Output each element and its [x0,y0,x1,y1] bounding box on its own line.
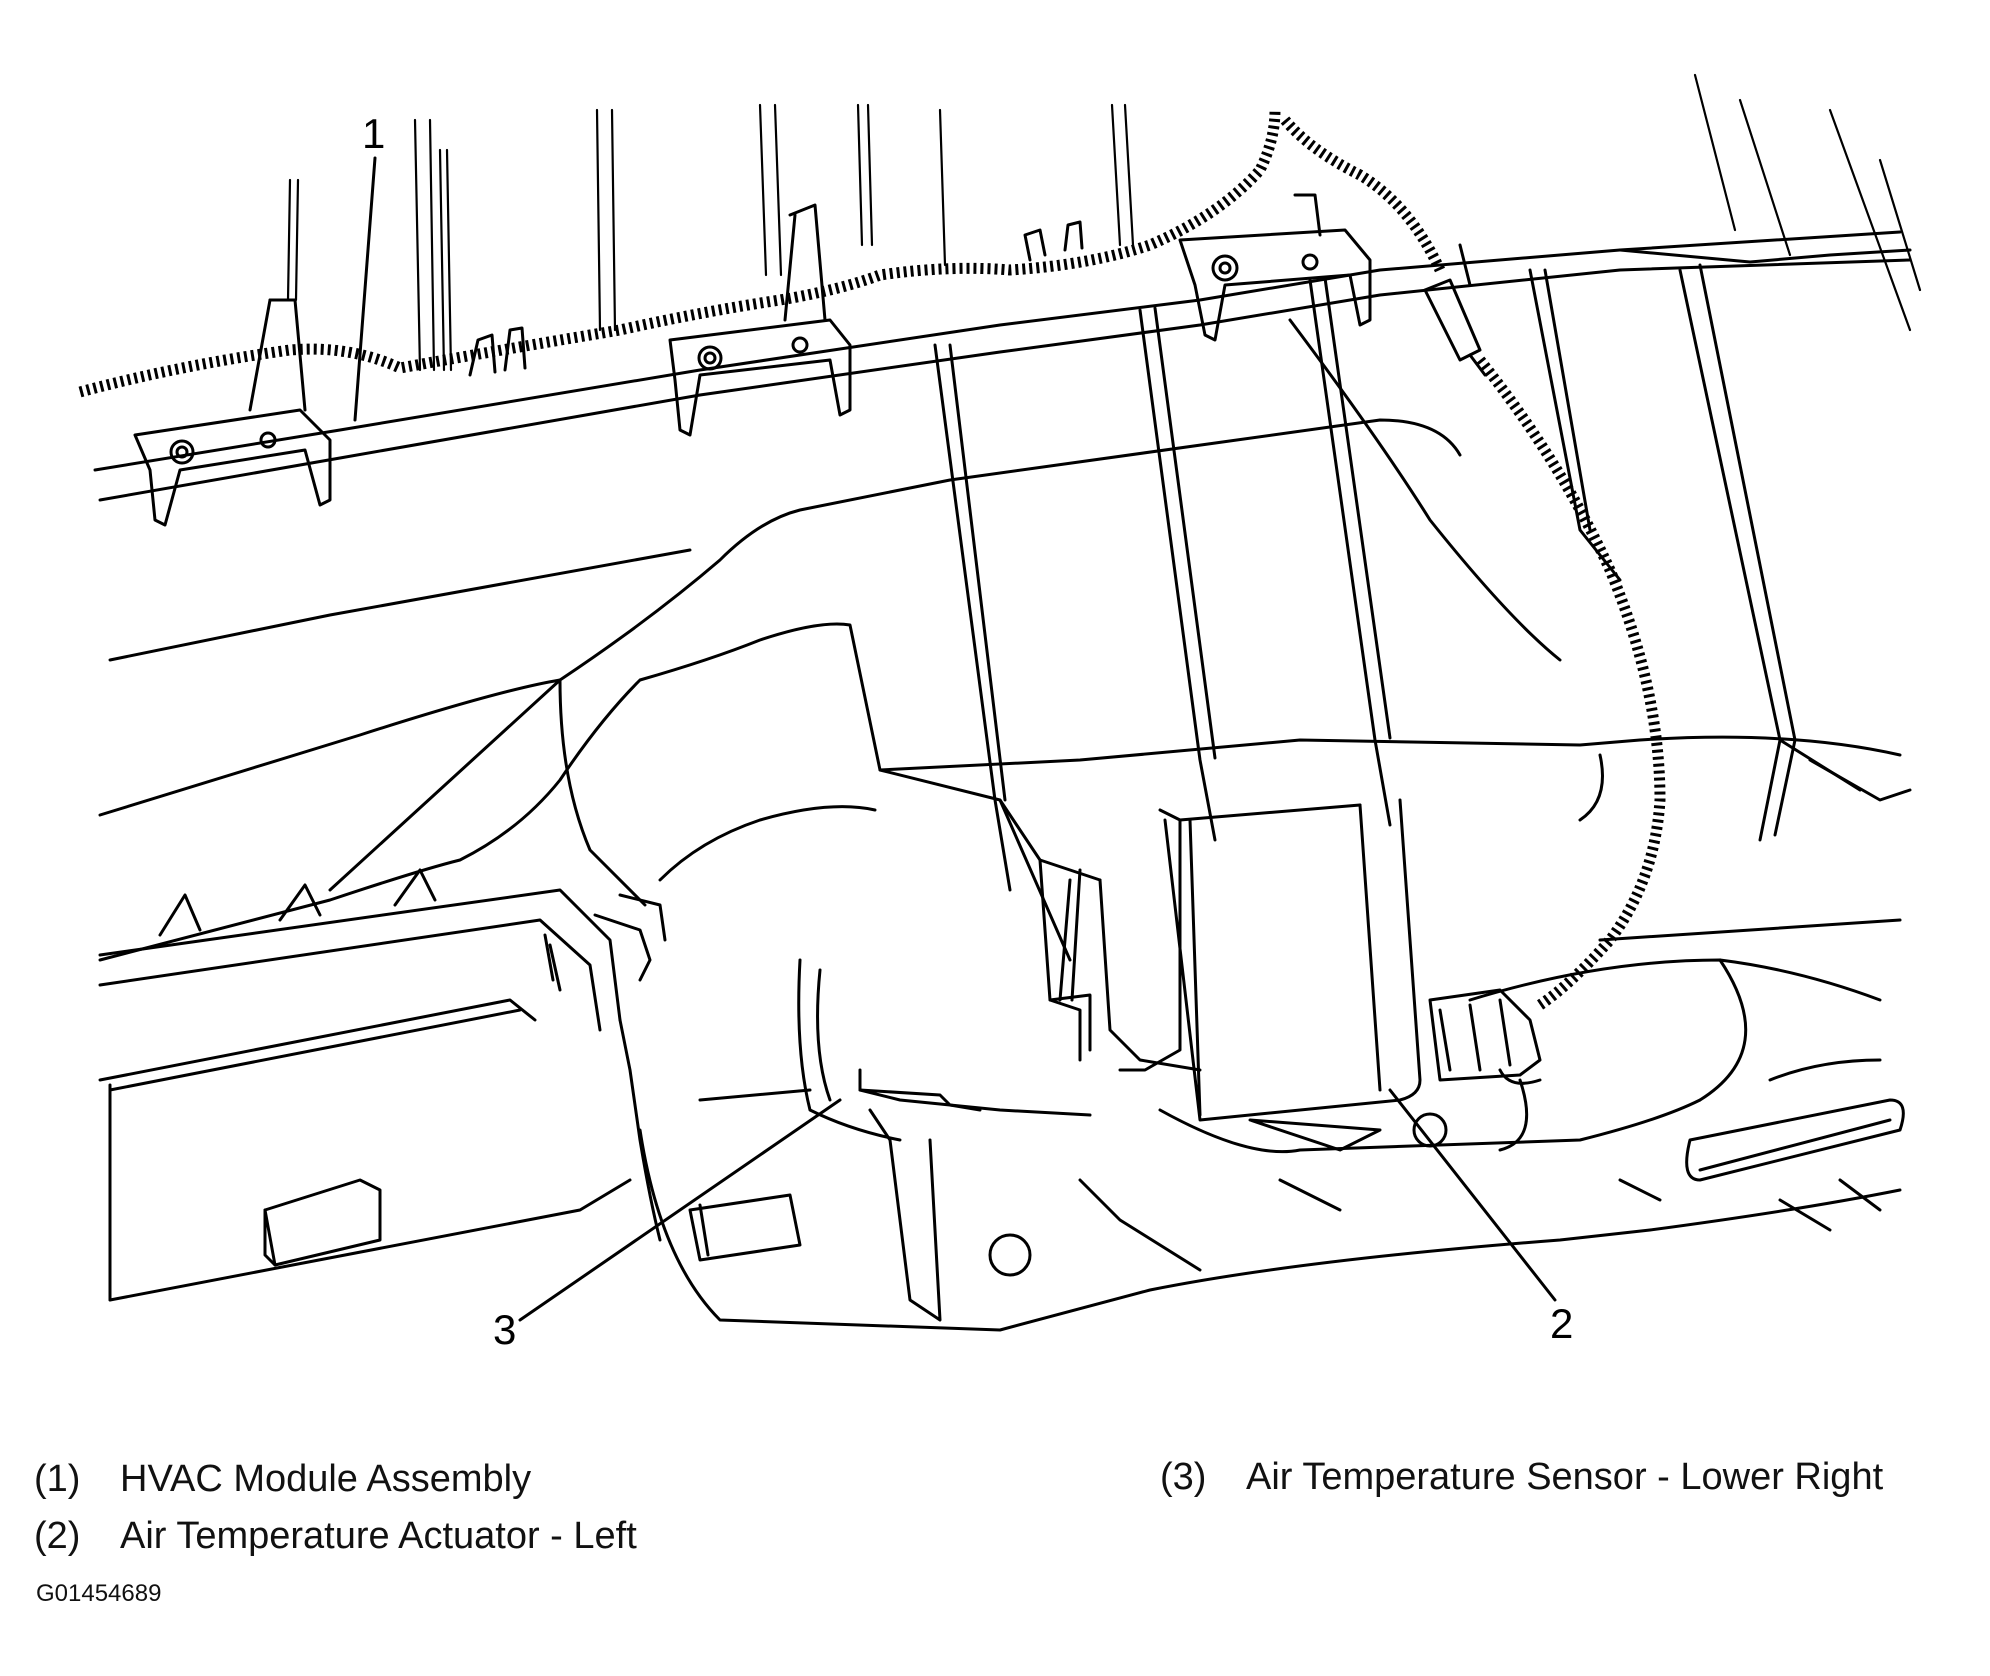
mounting-bracket-right [1178,193,1372,342]
mounting-bracket-center [668,203,852,437]
legend-item-1: (1) HVAC Module Assembly [34,1458,531,1501]
callout-1: 1 [362,110,385,157]
wire-sensor [1423,278,1487,377]
leader-lines [328,156,1557,1322]
legend-label: Air Temperature Sensor - Lower Right [1246,1456,1884,1498]
callout-2: 2 [1550,1300,1573,1347]
figure-id: G01454689 [36,1580,162,1607]
left-duct [98,868,667,1302]
legend-number: (1) [34,1458,81,1500]
module-ribs [933,263,1862,892]
legend-number: (2) [34,1515,81,1557]
leader-line-1 [353,156,377,422]
legend-item-2: (2) Air Temperature Actuator - Left [34,1515,637,1558]
legend-label: HVAC Module Assembly [120,1458,532,1500]
leader-line-2 [1388,1088,1557,1302]
leader-line-1b [328,678,562,892]
legend-item-3: (3) Air Temperature Sensor - Lower Right [1160,1456,1883,1499]
actuator-connector [1428,988,1542,1085]
upper-rail [93,230,1912,502]
leader-line-3 [518,1098,842,1322]
callout-3: 3 [493,1306,516,1353]
dash-structure-lines [286,73,1922,372]
legend-number: (3) [1160,1456,1207,1498]
lower-housing [878,768,1422,1122]
legend-label: Air Temperature Actuator - Left [120,1515,637,1557]
wire-harness [78,109,1666,1010]
floor-panel [638,918,1905,1332]
small-clips [468,220,1084,377]
mounting-bracket-left [133,298,332,527]
